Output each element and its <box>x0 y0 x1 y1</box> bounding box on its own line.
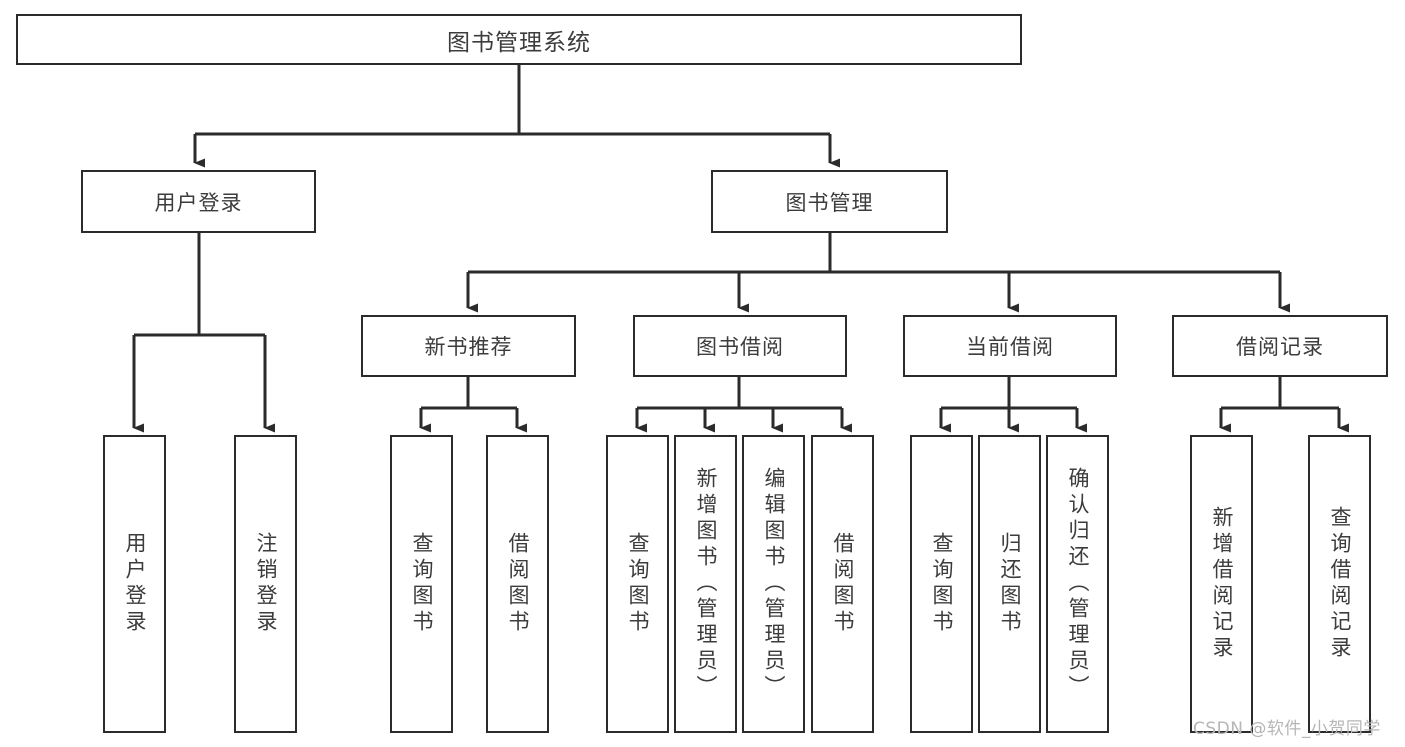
node-book-manage[interactable]: 图书管理 <box>711 170 948 233</box>
node-new-book-recommend[interactable]: 新书推荐 <box>361 315 576 377</box>
node-leaf-edit-book-label: 编辑图书（管理员） <box>762 467 786 701</box>
node-borrow-record-label: 借阅记录 <box>1236 335 1324 359</box>
node-leaf-query-book-1[interactable]: 查询图书 <box>390 435 453 733</box>
node-leaf-logout-label: 注销登录 <box>254 532 278 636</box>
node-leaf-borrow-book-1-label: 借阅图书 <box>506 532 530 636</box>
node-leaf-return-book[interactable]: 归还图书 <box>978 435 1041 733</box>
node-leaf-borrow-book-2-label: 借阅图书 <box>831 532 855 636</box>
node-book-borrow[interactable]: 图书借阅 <box>633 315 847 377</box>
node-leaf-user-login[interactable]: 用户登录 <box>103 435 166 733</box>
node-current-borrow[interactable]: 当前借阅 <box>903 315 1117 377</box>
node-new-book-recommend-label: 新书推荐 <box>424 335 513 359</box>
node-leaf-query-book-1-label: 查询图书 <box>410 532 434 636</box>
node-book-manage-label: 图书管理 <box>785 190 874 215</box>
node-leaf-borrow-book-1[interactable]: 借阅图书 <box>486 435 549 733</box>
node-leaf-user-login-label: 用户登录 <box>123 532 147 636</box>
node-leaf-query-book-3-label: 查询图书 <box>930 532 954 636</box>
node-root-label: 图书管理系统 <box>447 29 591 56</box>
node-leaf-query-book-3[interactable]: 查询图书 <box>910 435 973 733</box>
node-leaf-confirm-return[interactable]: 确认归还（管理员） <box>1046 435 1109 733</box>
node-leaf-query-borrow-record-label: 查询借阅记录 <box>1328 506 1352 662</box>
node-user-login[interactable]: 用户登录 <box>81 170 316 233</box>
watermark: CSDN @软件_小贺同学 <box>1193 719 1381 739</box>
node-leaf-query-borrow-record[interactable]: 查询借阅记录 <box>1308 435 1371 733</box>
node-root[interactable]: 图书管理系统 <box>16 14 1022 65</box>
node-user-login-label: 用户登录 <box>154 190 243 215</box>
node-leaf-borrow-book-2[interactable]: 借阅图书 <box>811 435 874 733</box>
node-leaf-add-borrow-record-label: 新增借阅记录 <box>1210 506 1234 662</box>
node-leaf-add-book-label: 新增图书（管理员） <box>694 467 718 701</box>
node-leaf-return-book-label: 归还图书 <box>998 532 1022 636</box>
node-book-borrow-label: 图书借阅 <box>696 335 784 359</box>
node-leaf-confirm-return-label: 确认归还（管理员） <box>1066 467 1090 701</box>
node-leaf-add-book[interactable]: 新增图书（管理员） <box>674 435 737 733</box>
node-current-borrow-label: 当前借阅 <box>966 335 1054 359</box>
node-leaf-query-book-2-label: 查询图书 <box>626 532 650 636</box>
node-leaf-logout[interactable]: 注销登录 <box>234 435 297 733</box>
node-leaf-edit-book[interactable]: 编辑图书（管理员） <box>742 435 805 733</box>
node-borrow-record[interactable]: 借阅记录 <box>1172 315 1388 377</box>
node-leaf-query-book-2[interactable]: 查询图书 <box>606 435 669 733</box>
node-leaf-add-borrow-record[interactable]: 新增借阅记录 <box>1190 435 1253 733</box>
